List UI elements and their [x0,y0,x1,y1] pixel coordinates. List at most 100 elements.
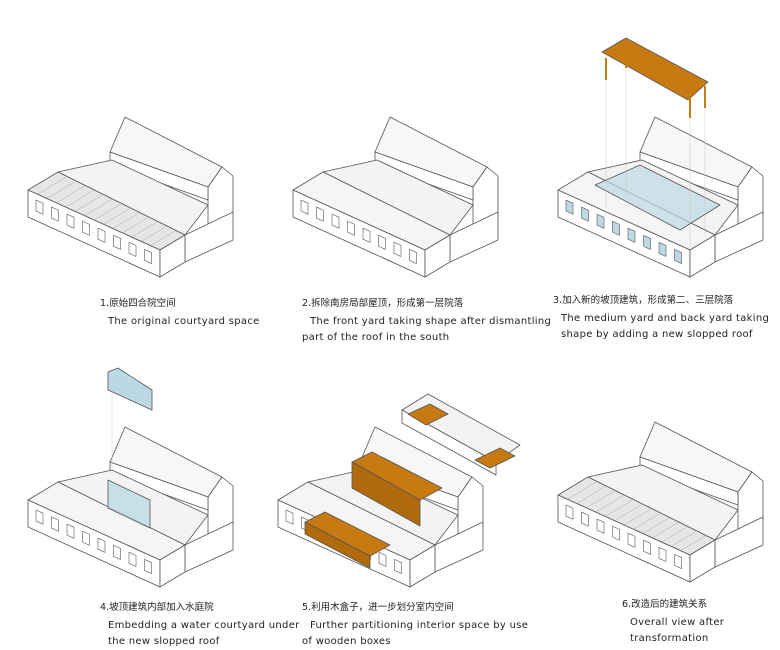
window-arch [113,544,121,560]
roof-tile-line [93,203,122,221]
caption-en: Further partitioning interior space by u… [310,620,529,631]
roof-tile-line [623,508,652,526]
window-arch [409,249,417,264]
caption-en-2: part of the roof in the south [302,332,450,343]
roof-tile-line [131,221,158,238]
caption-en: Overall view after [630,617,725,628]
window-arch [596,213,605,229]
caption-step-1: 1.原始四合院空间 The original courtyard space [100,296,260,330]
window-arch [285,509,294,525]
caption-step-4: 4.坡顶建筑内部加入水庭院 Embedding a water courtyar… [100,600,300,650]
window-arch [674,554,682,569]
roof-tile-line [567,481,598,500]
caption-step-2: 2.拆除南房局部屋顶，形成第一层院落 The front yard taking… [302,296,551,346]
window-arch [113,234,121,250]
wood-box-front-side [304,521,371,569]
window-arch [331,213,340,229]
roof-tile-line [680,535,707,551]
window-arch [128,551,137,567]
roof-tile-line [586,490,616,509]
window-arch [97,227,106,243]
roof-tile-line [652,521,679,539]
window-arch [300,199,309,215]
caption-zh: 4.坡顶建筑内部加入水庭院 [100,602,214,613]
window-arch [97,537,106,553]
roof-tile-line [605,499,634,517]
water-courtyard-glass [107,479,151,529]
roof-tile-line [671,530,697,547]
roof-tile-line [103,207,131,225]
window-arch [82,530,90,546]
window-arch [643,539,651,555]
back-house-gable [737,166,764,229]
roof-tile-line [122,216,149,234]
front-house-gable [689,234,716,278]
window-arch [66,523,75,539]
window-arch [362,227,371,243]
window-arch [144,249,152,264]
window-arch [658,546,667,562]
window-arch [612,525,620,541]
caption-zh: 5.利用木盒子，进一步划分室内空间 [302,602,454,613]
window-arch [394,559,402,574]
caption-step-5: 5.利用木盒子，进一步划分室内空间 Further partitioning i… [302,600,528,650]
roof-tile-line [576,485,607,504]
back-house-gable [737,471,764,534]
roof-tile-line [37,176,68,195]
front-house-gable [159,544,186,588]
window-arch [627,227,636,243]
front-house-gable [409,544,436,588]
window-arch [627,532,636,548]
upper-wood-box [407,403,449,426]
window-arch [378,234,386,250]
back-house-gable [472,166,499,229]
window-arch [51,516,59,532]
back-house-gable [457,476,484,539]
roof-tile-line [46,180,77,199]
back-house-gable [207,476,234,539]
caption-zh: 3.加入新的坡顶建筑，形成第二、三层院落 [553,295,734,306]
caption-en-2: the new slopped roof [108,636,220,647]
front-house-gable [424,234,451,278]
upper-floor-wall [401,409,497,476]
caption-en: Embedding a water courtyard under [108,620,300,631]
window-arch [612,220,620,236]
caption-en-2: of wooden boxes [302,636,391,647]
roof-tile-line [150,230,177,246]
caption-en: The medium yard and back yard taking [561,313,770,324]
window-arch [581,206,589,222]
caption-en-2: transformation [630,633,709,644]
caption-zh: 1.原始四合院空间 [100,298,176,309]
roof-tile-line [141,225,167,242]
window-arch [565,504,574,520]
window-arch [565,199,574,215]
window-arch [35,199,44,215]
window-arch [316,206,324,222]
caption-en-2: shape by adding a new slopped roof [561,329,753,340]
roof-tile-line [633,512,661,530]
window-arch [66,213,75,229]
window-arch [347,220,355,236]
roof-tile-line [112,212,140,229]
caption-zh: 6.改造后的建筑关系 [622,599,708,610]
window-arch [581,511,589,527]
window-arch [144,559,152,574]
roof-tile-line [84,198,113,216]
window-arch [658,242,667,257]
new-roof-glass-volume [594,164,721,231]
roof-tile-line [56,185,86,204]
window-arch [596,518,605,534]
window-arch [35,509,44,525]
roof-tile-line [642,517,670,534]
caption-zh: 2.拆除南房局部屋顶，形成第一层院落 [302,298,464,309]
back-house-gable [207,166,234,229]
caption-step-3: 3.加入新的坡顶建筑，形成第二、三层院落 The medium yard and… [553,293,769,343]
floating-glass-panel [107,367,153,411]
front-house-gable [689,539,716,583]
window-arch [393,242,402,257]
window-arch [82,220,90,236]
caption-en: The front yard taking shape after disman… [310,316,552,327]
window-arch [643,234,651,250]
floating-wood-roof [601,37,709,101]
